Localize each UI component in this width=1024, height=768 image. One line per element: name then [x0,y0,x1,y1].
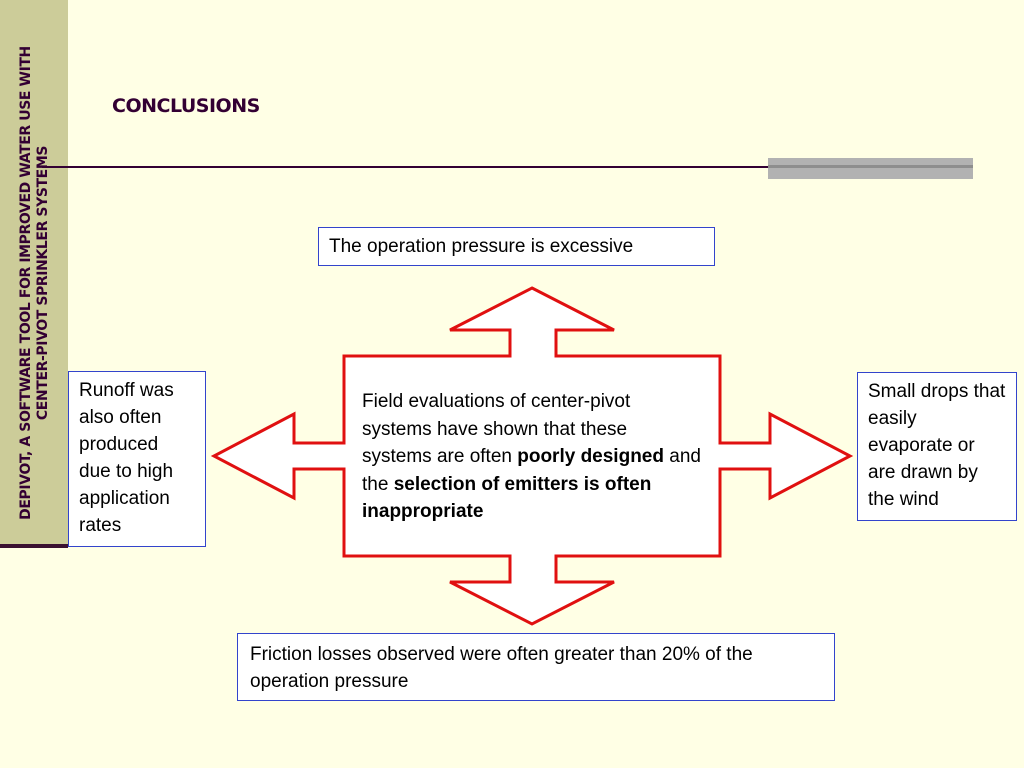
divider-accent-bar [768,158,973,179]
divider-accent-stripe [768,165,973,168]
four-way-arrow-outline [210,286,854,626]
sidebar-bottom-rule [0,544,68,548]
center-statement: Field evaluations of center-pivot system… [362,388,702,526]
left-conclusion-box: Runoff was also often produced due to hi… [68,371,206,547]
slide-title: CONCLUSIONS [112,95,260,117]
center-bold-b: selection of emitters is often inappropr… [362,473,652,523]
center-bold-a: poorly designed [517,446,664,467]
center-text-a: Field evaluations of center-pivot system… [362,391,631,467]
sidebar-band [0,0,68,548]
top-conclusion-box: The operation pressure is excessive [318,227,715,266]
title-divider [42,166,772,168]
center-text-b: and the [362,446,701,495]
right-conclusion-box: Small drops that easily evaporate or are… [857,372,1017,521]
bottom-conclusion-box: Friction losses observed were often grea… [237,633,835,701]
